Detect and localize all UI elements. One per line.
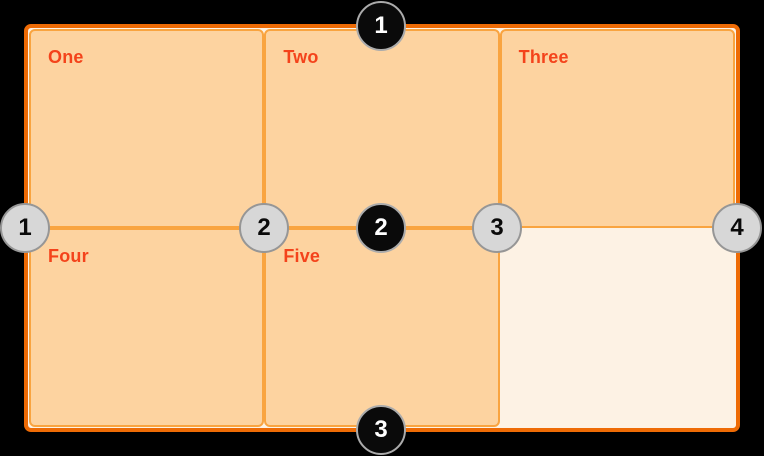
grid: One Two Three Four Five <box>29 29 735 427</box>
grid-cell-one: One <box>29 29 265 228</box>
column-line-number: 1 <box>18 214 32 241</box>
row-line-marker-3: 3 <box>356 405 406 455</box>
column-line-number: 2 <box>257 214 271 241</box>
row-line-marker-2: 2 <box>356 203 406 253</box>
cell-label: Three <box>518 47 569 67</box>
grid-cell-five: Five <box>264 228 500 427</box>
row-line-number: 3 <box>374 416 388 443</box>
row-line-marker-1: 1 <box>356 1 406 51</box>
grid-cell-three: Three <box>499 29 735 228</box>
cell-label: Two <box>283 47 319 67</box>
column-line-marker-2: 2 <box>239 203 289 253</box>
column-line-marker-4: 4 <box>712 203 762 253</box>
row-line-number: 1 <box>374 12 388 39</box>
column-line-marker-3: 3 <box>472 203 522 253</box>
column-line-number: 3 <box>490 214 504 241</box>
column-line-marker-1: 1 <box>0 203 50 253</box>
column-line-number: 4 <box>730 214 744 241</box>
cell-label: Four <box>48 246 89 266</box>
grid-cell-two: Two <box>264 29 500 228</box>
grid-container: One Two Three Four Five <box>24 24 740 432</box>
grid-cell-four: Four <box>29 228 265 427</box>
cell-label: One <box>48 47 84 67</box>
cell-label: Five <box>283 246 321 266</box>
row-line-number: 2 <box>374 214 388 241</box>
